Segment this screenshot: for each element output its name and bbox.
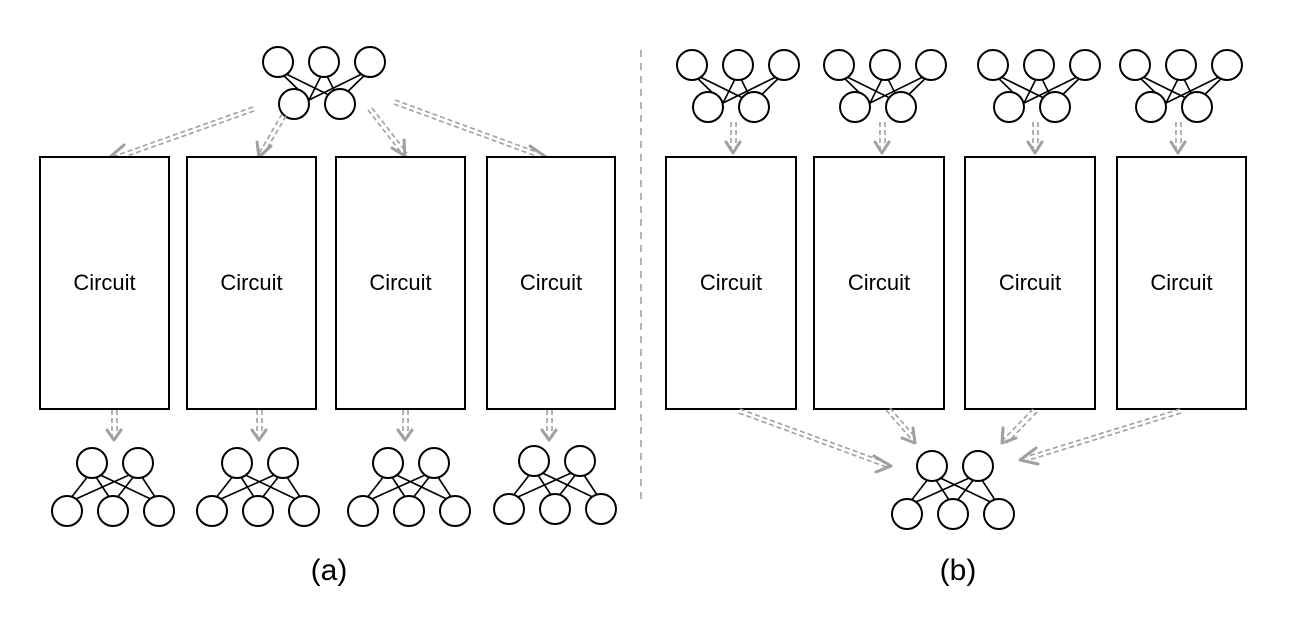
circuit-label: Circuit (369, 270, 431, 295)
output-network-icon (51, 447, 175, 527)
source-network-icon (262, 46, 386, 120)
flow-arrow (367, 107, 408, 158)
input-network-icon (1119, 49, 1243, 123)
flow-arrow (250, 410, 268, 442)
flow-arrow (738, 408, 893, 474)
flow-arrow (1026, 122, 1044, 155)
flow-arrow (724, 122, 742, 155)
flow-arrow (396, 410, 414, 442)
flow-arrow (255, 113, 287, 160)
flow-arrow (885, 407, 917, 445)
circuit-label: Circuit (73, 270, 135, 295)
flow-arrow (1169, 122, 1187, 155)
circuit-box (39, 156, 170, 410)
circuit-box (665, 156, 797, 410)
circuit-label: Circuit (1150, 270, 1212, 295)
panel-a-label: (a) (311, 554, 348, 587)
flow-arrow (873, 122, 891, 155)
flow-arrow (108, 106, 255, 162)
output-network-icon (347, 447, 471, 527)
input-network-icon (977, 49, 1101, 123)
circuit-label: Circuit (220, 270, 282, 295)
panel-b: Circuit Circuit Circuit Circuit (b) (665, 49, 1247, 587)
circuit-box (335, 156, 466, 410)
flow-arrow (1018, 408, 1182, 466)
output-network-icon (493, 445, 617, 525)
flow-arrow (1000, 408, 1038, 445)
circuit-label: Circuit (999, 270, 1061, 295)
circuit-box (964, 156, 1096, 410)
circuit-label: Circuit (700, 270, 762, 295)
circuit-label: Circuit (848, 270, 910, 295)
circuit-box (486, 156, 616, 410)
flow-arrow (540, 410, 558, 442)
flow-arrow (393, 99, 548, 164)
panel-b-label: (b) (940, 554, 977, 587)
circuit-box (186, 156, 317, 410)
output-network-icon (196, 447, 320, 527)
circuit-box (1116, 156, 1247, 410)
circuit-box (813, 156, 945, 410)
input-network-icon (823, 49, 947, 123)
output-network-icon (891, 450, 1015, 530)
panel-a: Circuit Circuit Circuit Circuit (a) (39, 46, 617, 587)
circuit-label: Circuit (520, 270, 582, 295)
input-network-icon (676, 49, 800, 123)
flow-arrow (105, 410, 123, 442)
